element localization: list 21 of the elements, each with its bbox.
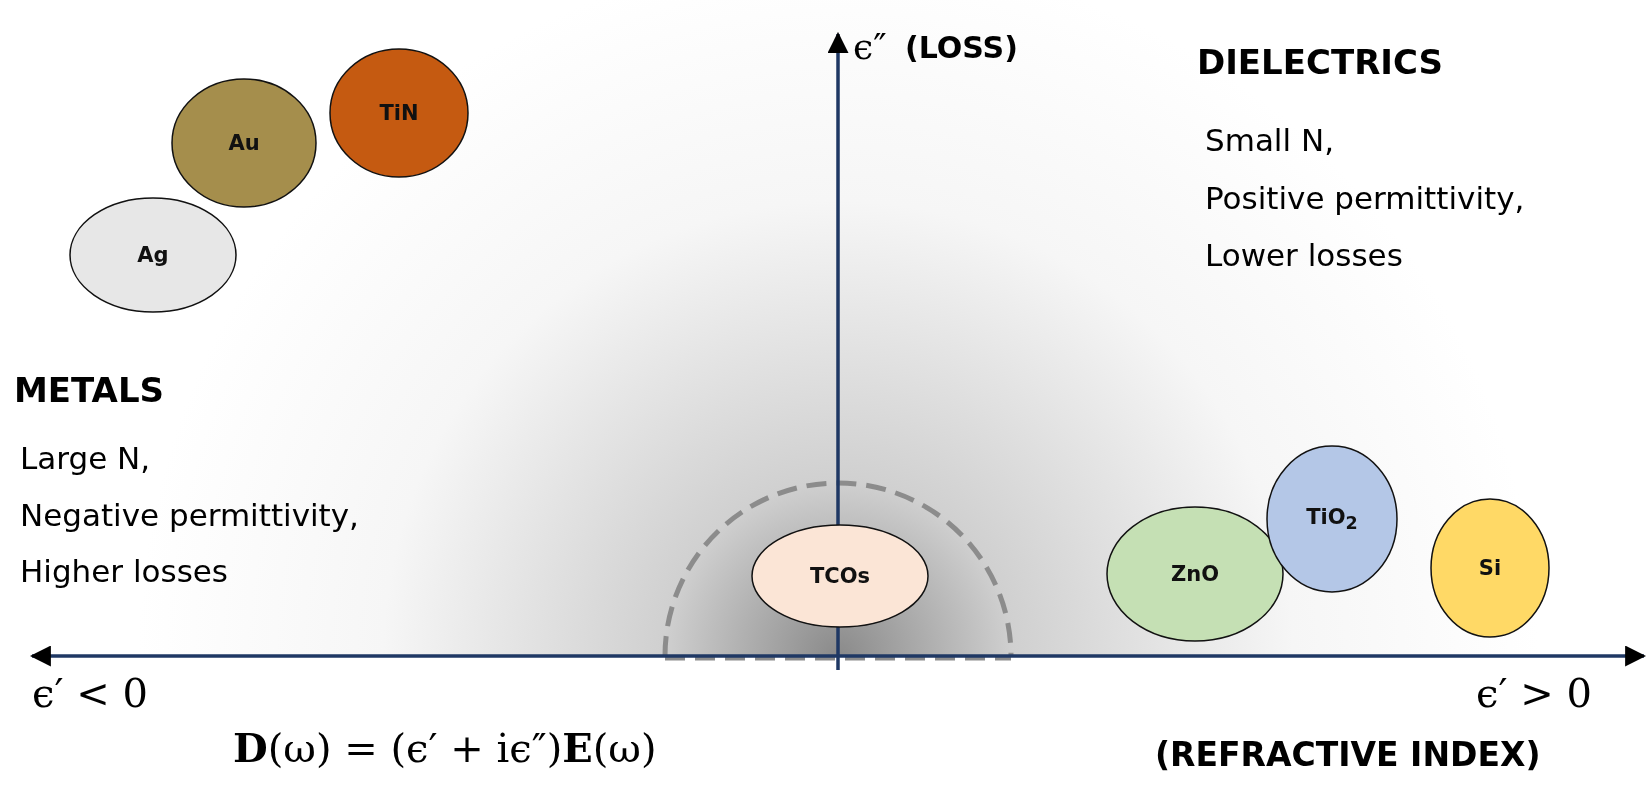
material-label: TiO$_{2}$ [1306,504,1358,534]
axis-label: (LOSS) [905,30,1018,65]
heading: DIELECTRICS [1197,42,1444,82]
material-label: Au [228,131,260,155]
axis-label: ϵ′ > 0 [1476,670,1592,716]
note-text: Positive permittivity, [1205,180,1525,216]
material-label: Si [1478,556,1502,580]
note-text: Large N, [20,440,151,476]
axis-label: ϵ″ [853,26,887,67]
note-text: Lower losses [1205,237,1403,273]
material-label: Ag [137,243,169,267]
heading: METALS [14,370,165,410]
axis-label: ϵ′ < 0 [32,670,148,716]
material-label: TCOs [809,564,871,588]
note-text: Small N, [1205,122,1334,158]
material-label: ZnO [1171,562,1219,586]
axis-label: (REFRACTIVE INDEX) [1155,735,1541,774]
note-text: Higher losses [20,553,229,589]
material-label: TiN [379,101,419,125]
note-text: Negative permittivity, [20,497,359,533]
equation: D(ω) = (ϵ′ + iϵ″)E(ω) [233,724,657,771]
